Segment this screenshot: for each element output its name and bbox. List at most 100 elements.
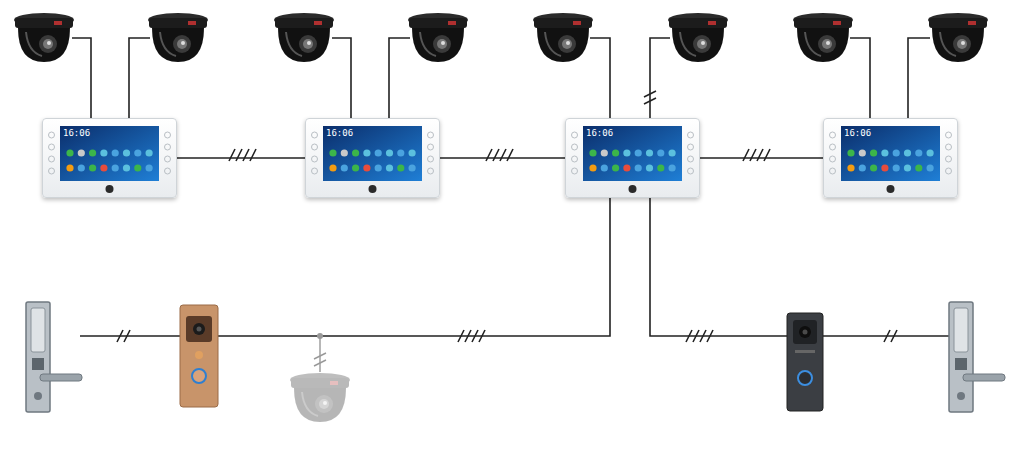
screen-icon [100,164,107,171]
screen-icon [329,164,336,171]
screen-icon [123,149,130,156]
screen-icon [134,164,141,171]
wire-line [440,157,565,159]
side-button [946,144,952,150]
side-button [688,156,694,162]
side-button [946,156,952,162]
wire-connector [700,158,823,159]
side-button [830,168,836,174]
screen-ground [583,126,682,181]
side-button [572,132,578,138]
screen-icon [847,149,854,156]
screen-icon [904,149,911,156]
screen-icon [363,149,370,156]
screen-ground [60,126,159,181]
screen-ground [841,126,940,181]
side-button [830,156,836,162]
side-button [312,168,318,174]
screen-icon [397,149,404,156]
screen-icon [915,164,922,171]
screen-icon [870,164,877,171]
screen-clock: 16:06 [326,128,353,138]
screen-icon [612,149,619,156]
wire-line [177,157,305,159]
side-button [830,144,836,150]
screen-icon [146,149,153,156]
screen-icon [123,164,130,171]
screen-icon [927,149,934,156]
side-button [946,168,952,174]
screen-icon [669,164,676,171]
side-button [830,132,836,138]
side-button [572,156,578,162]
screen-icon [847,164,854,171]
screen-icon [352,149,359,156]
screen-icon [669,149,676,156]
screen-icon [881,164,888,171]
screen-icon [589,164,596,171]
screen-icon [100,149,107,156]
screen-clock: 16:06 [586,128,613,138]
screen-icon [904,164,911,171]
screen-icon [881,149,888,156]
screen-icon [66,149,73,156]
intercom-monitor: 16:06 [565,118,700,198]
screen-icon [375,149,382,156]
screen-icon [635,149,642,156]
side-button [428,168,434,174]
side-button [165,168,171,174]
screen-icon [623,164,630,171]
screen-icon [66,164,73,171]
screen-ground [323,126,422,181]
brand-logo [369,185,377,193]
screen-icon [612,164,619,171]
screen-icon [341,164,348,171]
side-button [49,168,55,174]
side-button [688,132,694,138]
screen-icon [859,149,866,156]
side-button [49,156,55,162]
screen-icon [78,164,85,171]
side-button [165,132,171,138]
side-button [428,144,434,150]
screen-icon [927,164,934,171]
screen-icon [134,149,141,156]
side-button [312,132,318,138]
brand-logo [887,185,895,193]
side-button [572,144,578,150]
screen-clock: 16:06 [63,128,90,138]
screen-clock: 16:06 [844,128,871,138]
wire-connector [177,158,305,159]
side-button [428,156,434,162]
screen-icon [386,149,393,156]
screen-icon [859,164,866,171]
screen-icon [589,149,596,156]
screen-icon [89,149,96,156]
side-button [428,132,434,138]
side-button [49,132,55,138]
screen-icon [112,164,119,171]
screen-icon [409,164,416,171]
screen-icon [623,149,630,156]
screen-icon [78,149,85,156]
side-button [312,144,318,150]
wire-line [700,157,823,159]
side-button [49,144,55,150]
screen-icon [601,149,608,156]
screen-icon [870,149,877,156]
intercom-monitor: 16:06 [305,118,440,198]
side-button [165,156,171,162]
screen-icon [646,164,653,171]
screen-icon [329,149,336,156]
screen-icon [112,149,119,156]
screen-icon [657,164,664,171]
side-button [688,168,694,174]
side-button [946,132,952,138]
screen-icon [646,149,653,156]
side-button [165,144,171,150]
side-button [312,156,318,162]
brand-logo [106,185,114,193]
screen-icon [601,164,608,171]
screen-icon [635,164,642,171]
